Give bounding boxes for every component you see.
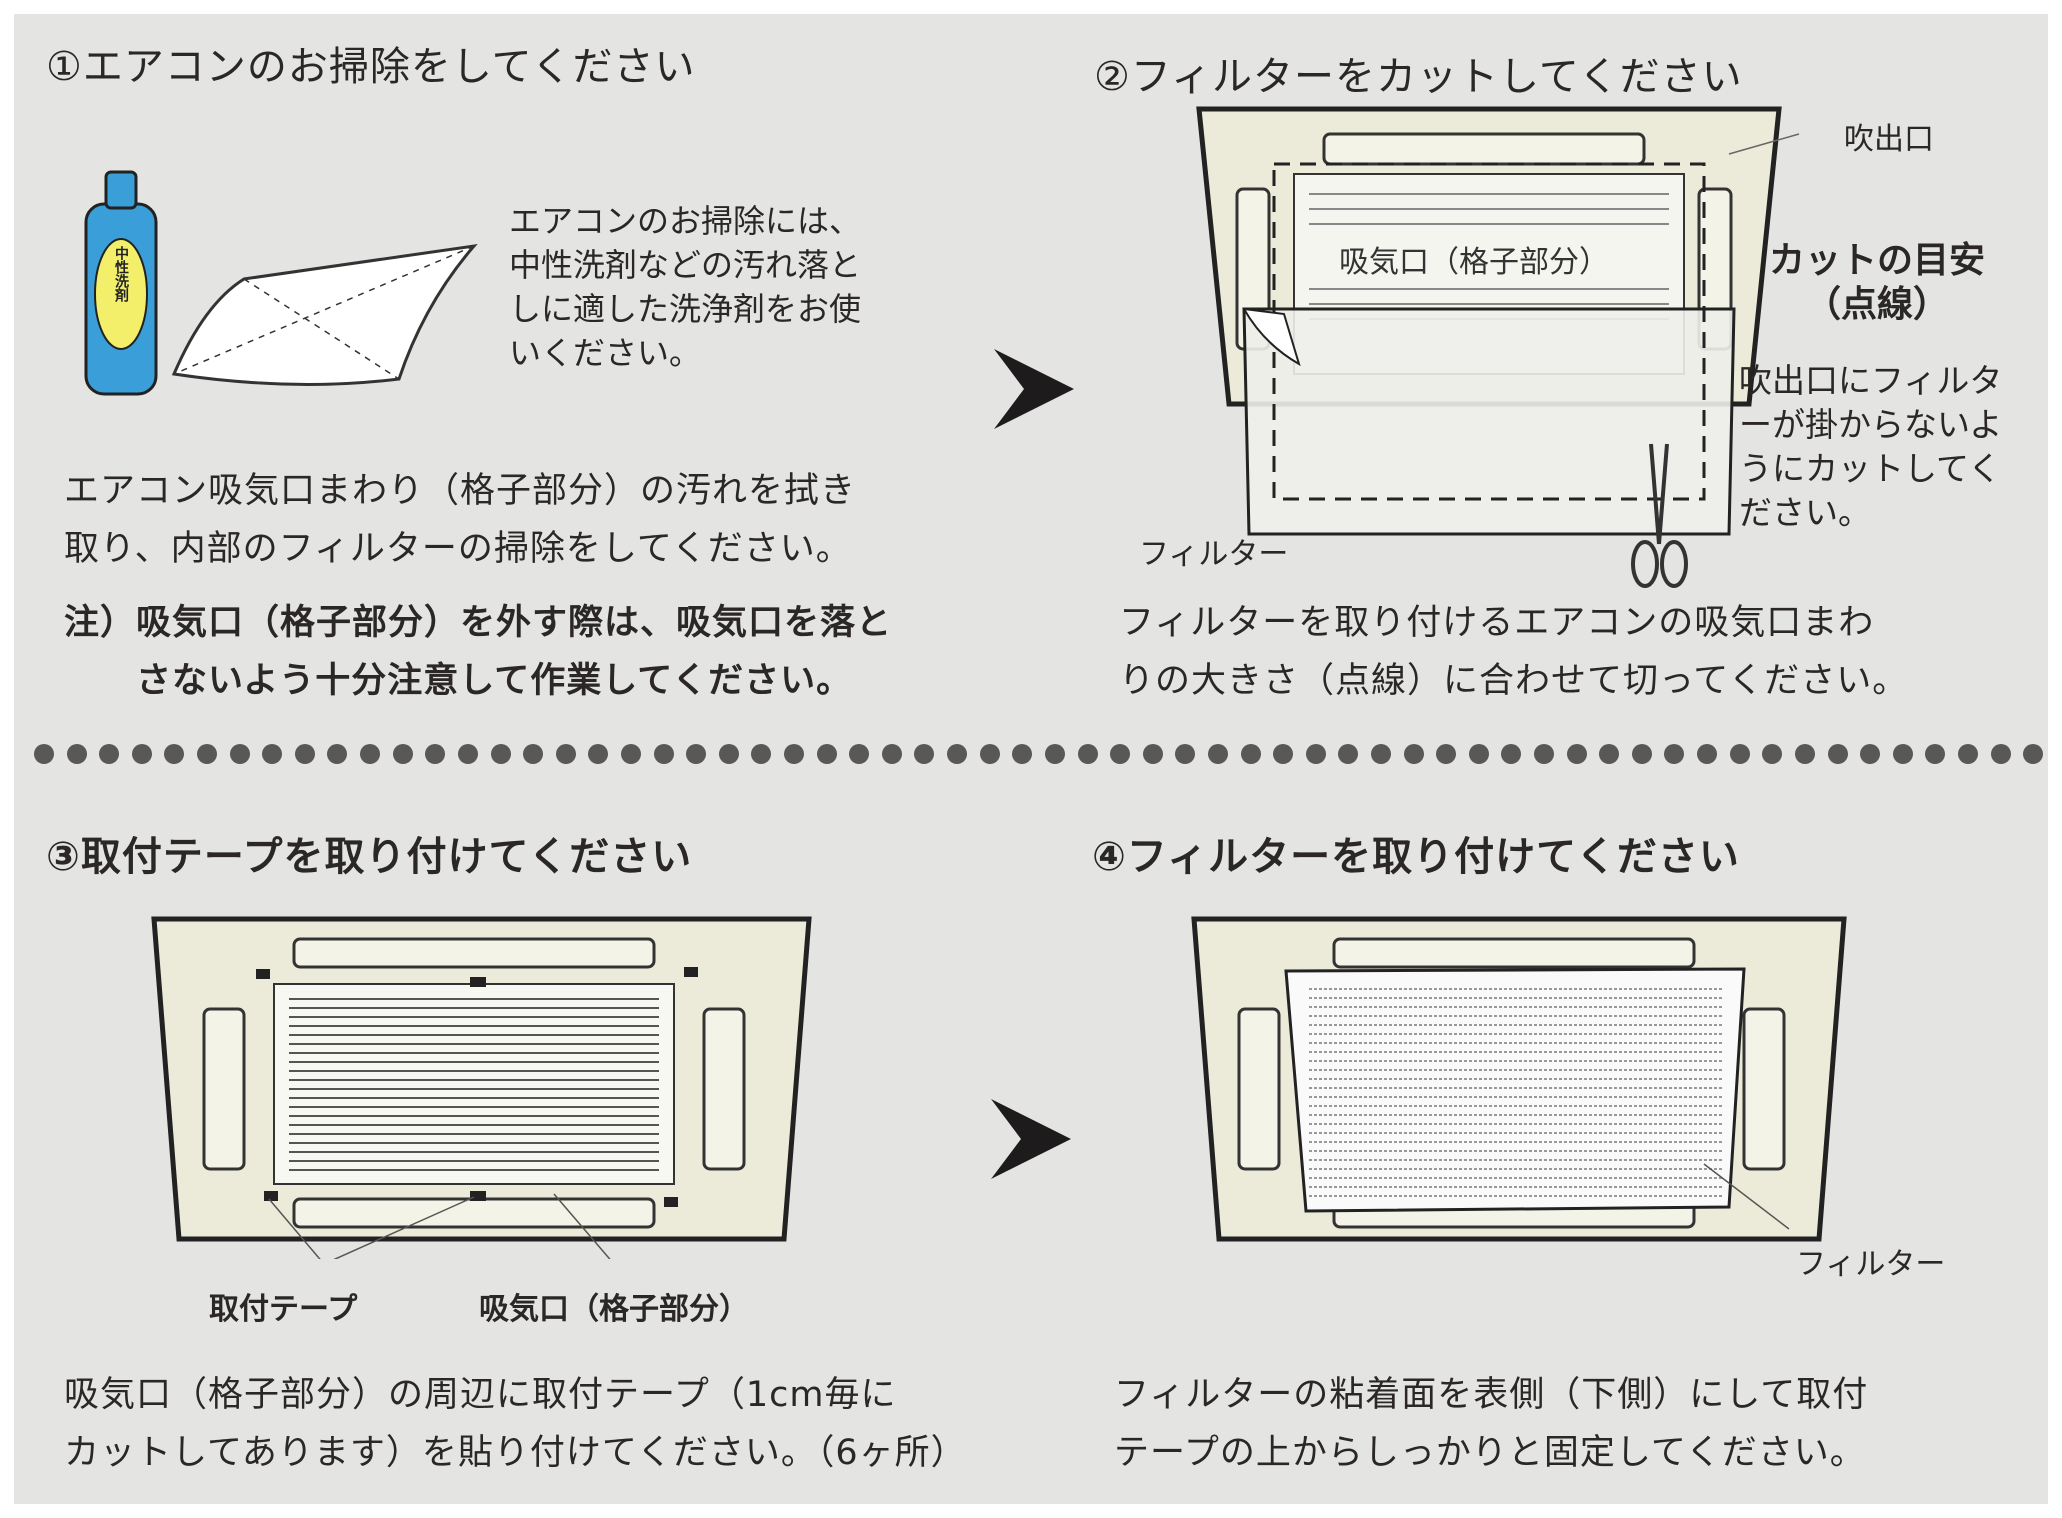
divider-dot — [718, 744, 739, 764]
scissors-icon — [1631, 443, 1688, 588]
divider-dot — [66, 744, 87, 764]
divider-dot — [1044, 744, 1065, 764]
dotted-divider — [34, 744, 2044, 766]
divider-dot — [620, 744, 641, 764]
divider-dot — [262, 744, 283, 764]
divider-dot — [1892, 744, 1913, 764]
step3-main-text: 吸気口（格子部分）の周辺に取付テープ（1cm毎に カットしてあります）を貼り付け… — [64, 1375, 967, 1473]
svg-text:吸気口（格子部分）: 吸気口（格子部分） — [1339, 245, 1609, 280]
divider-dot — [164, 744, 185, 764]
divider-dot — [751, 744, 772, 764]
detergent-bottle-icon: 中性洗剤 — [84, 170, 158, 396]
divider-dot — [881, 744, 902, 764]
divider-dot — [1338, 744, 1359, 764]
divider-dot — [1142, 744, 1163, 764]
divider-dot — [1273, 744, 1294, 764]
label-cut-guide: カットの目安 （点線） — [1769, 240, 1986, 325]
divider-dot — [1240, 744, 1261, 764]
detergent-and-cloth-illustration: 中性洗剤 — [84, 170, 478, 396]
step2-main-text: フィルターを取り付けるエアコンの吸気口まわ りの大きさ（点線）に合わせて切ってく… — [1119, 603, 1909, 701]
divider-dot — [457, 744, 478, 764]
filter-attached-illustration — [1191, 916, 1847, 1242]
divider-dot — [1827, 744, 1848, 764]
divider-dot — [1599, 744, 1620, 764]
divider-dot — [686, 744, 707, 764]
divider-dot — [1436, 744, 1457, 764]
divider-dot — [1077, 744, 1098, 764]
divider-dot — [1631, 744, 1652, 764]
divider-dot — [1175, 744, 1196, 764]
label-filter-step4: フィルター — [1796, 1247, 1946, 1282]
divider-dot — [1990, 744, 2011, 764]
divider-dot — [1860, 744, 1881, 764]
divider-dot — [1534, 744, 1555, 764]
divider-dot — [197, 744, 218, 764]
divider-dot — [1957, 744, 1978, 764]
arrow-right-icon — [991, 1099, 1071, 1179]
step4-title: ④フィルターを取り付けてください — [1092, 834, 1740, 880]
divider-dot — [229, 744, 250, 764]
divider-dot — [1501, 744, 1522, 764]
divider-dot — [2023, 744, 2044, 764]
divider-dot — [1110, 744, 1131, 764]
divider-dot — [360, 744, 381, 764]
divider-dot — [1697, 744, 1718, 764]
divider-dot — [294, 744, 315, 764]
divider-dot — [816, 744, 837, 764]
divider-dot — [947, 744, 968, 764]
divider-dot — [1762, 744, 1783, 764]
instruction-sheet: ①エアコンのお掃除をしてください 中性洗剤 エアコンのお掃除には、 中性洗剤など… — [14, 14, 2048, 1504]
divider-dot — [1729, 744, 1750, 764]
divider-dot — [34, 744, 54, 764]
step1-side-text: エアコンのお掃除には、 中性洗剤などの汚れ落と しに適した洗浄剤をお使 いくださ… — [509, 202, 862, 372]
step1-main-text: エアコン吸気口まわり（格子部分）の汚れを拭き 取り、内部のフィルターの掃除をして… — [64, 471, 857, 569]
label-filter-step2: フィルター — [1139, 537, 1289, 572]
divider-dot — [1468, 744, 1489, 764]
divider-dot — [1012, 744, 1033, 764]
divider-dot — [1794, 744, 1815, 764]
divider-dot — [1207, 744, 1228, 764]
tape-attach-illustration — [151, 916, 812, 1259]
label-tape: 取付テープ — [209, 1292, 358, 1327]
divider-dot — [979, 744, 1000, 764]
divider-dot — [849, 744, 870, 764]
divider-dot — [99, 744, 120, 764]
step4-main-text: フィルターの粘着面を表側（下側）にして取付 テープの上からしっかりと固定してくだ… — [1114, 1375, 1869, 1473]
divider-dot — [392, 744, 413, 764]
cut-filter-illustration: 吸気口（格子部分） — [1196, 106, 1800, 588]
divider-dot — [914, 744, 935, 764]
cloth-icon — [171, 243, 478, 386]
divider-dot — [588, 744, 609, 764]
label-grille-step3: 吸気口（格子部分） — [479, 1292, 749, 1327]
arrow-right-icon — [994, 349, 1074, 429]
divider-dot — [425, 744, 446, 764]
divider-dot — [1925, 744, 1946, 764]
divider-dot — [555, 744, 576, 764]
step2-title: ②フィルターをカットしてください — [1094, 54, 1743, 100]
tape-marks — [256, 967, 698, 1207]
step1-title: ①エアコンのお掃除をしてください — [46, 44, 696, 90]
divider-dot — [490, 744, 511, 764]
divider-dot — [327, 744, 348, 764]
divider-dot — [784, 744, 805, 764]
label-outlet: 吹出口 — [1844, 122, 1934, 157]
divider-dot — [523, 744, 544, 764]
step2-side-text: 吹出口にフィルタ ーが掛からないよ うにカットしてく ださい。 — [1739, 361, 2003, 532]
divider-dot — [1370, 744, 1391, 764]
divider-dot — [1566, 744, 1587, 764]
divider-dot — [1664, 744, 1685, 764]
step3-title: ③取付テープを取り付けてください — [46, 834, 693, 880]
divider-dot — [1403, 744, 1424, 764]
divider-dot — [653, 744, 674, 764]
svg-text:中性洗剤: 中性洗剤 — [113, 245, 130, 303]
divider-dot — [131, 744, 152, 764]
step1-note: 注）吸気口（格子部分）を外す際は、吸気口を落と さないよう十分注意して作業してく… — [64, 603, 893, 701]
divider-dot — [1305, 744, 1326, 764]
